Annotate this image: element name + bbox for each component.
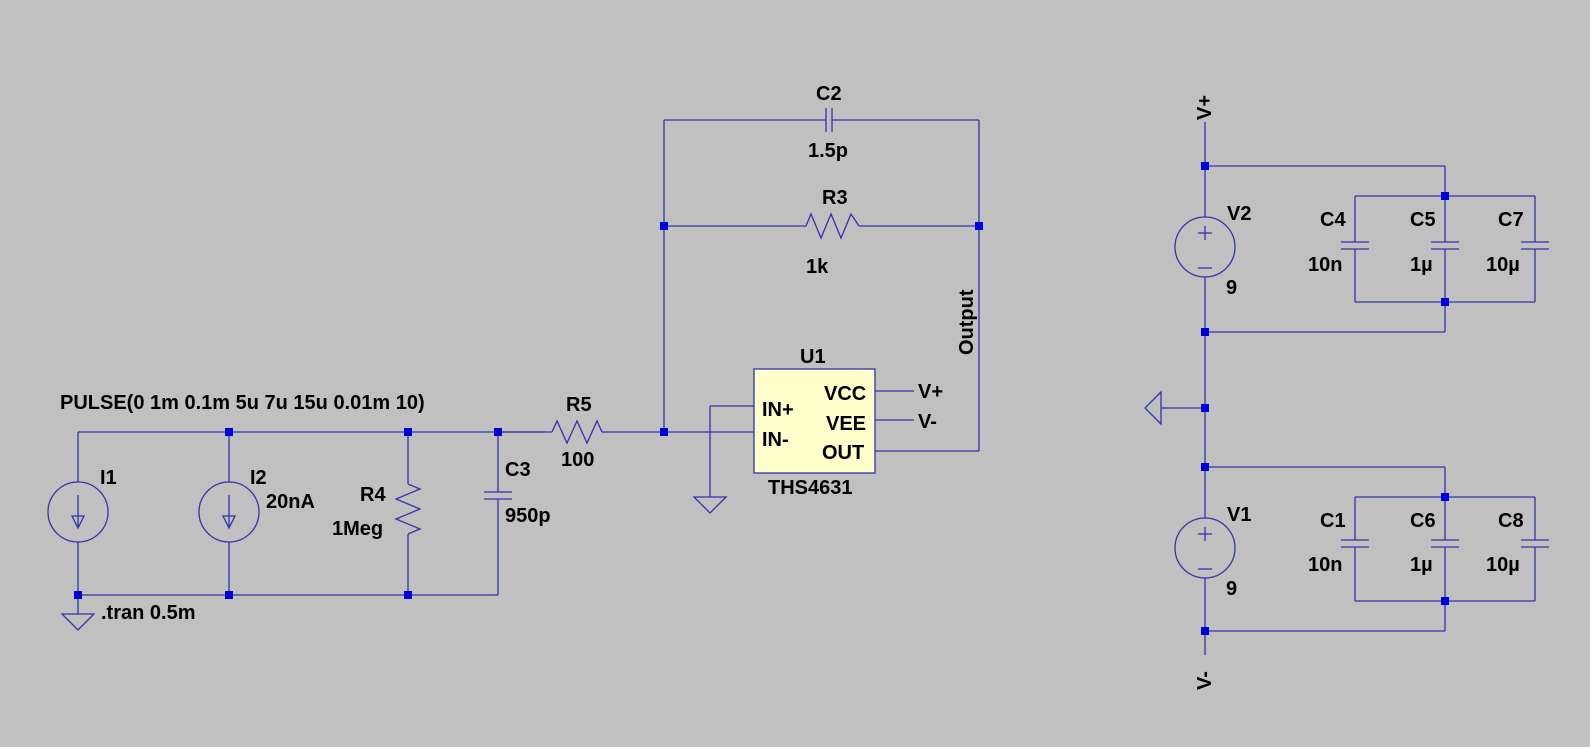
capacitor-c1: C1 10n	[1308, 497, 1369, 601]
opamp-u1: U1 THS4631 IN+ IN- VCC VEE OUT	[753, 346, 876, 499]
output-net-label: Output	[956, 289, 978, 355]
ground-symbol-opamp	[692, 496, 728, 514]
u1-pin-inn: IN-	[762, 429, 789, 451]
vminus-net-label: V-	[1194, 671, 1216, 690]
u1-pin-vee: VEE	[826, 413, 866, 435]
capacitor-c2: C2 1.5p	[664, 83, 979, 162]
u1-pin-out: OUT	[822, 442, 864, 464]
capacitor-c7: C7 10µ	[1486, 196, 1549, 302]
r3-value: 1k	[806, 256, 829, 278]
u1-pin-inp: IN+	[762, 399, 794, 421]
v1-name: V1	[1227, 504, 1251, 526]
v1-value: 9	[1226, 578, 1237, 600]
ground-symbol-input	[60, 595, 96, 631]
r4-name: R4	[360, 484, 386, 506]
c5-name: C5	[1410, 209, 1436, 231]
u1-model: THS4631	[768, 477, 853, 499]
c6-value: 1µ	[1410, 554, 1433, 576]
r5-value: 100	[561, 449, 594, 471]
resistor-r4: R4 1Meg	[332, 432, 422, 595]
i1-name: I1	[100, 467, 117, 489]
capacitor-c4: C4 10n	[1308, 196, 1369, 302]
c3-value: 950p	[505, 505, 551, 527]
pulse-directive: PULSE(0 1m 0.1m 5u 7u 15u 0.01m 10)	[60, 392, 425, 414]
r3-name: R3	[822, 187, 848, 209]
voltage-source-v2: V2 9	[1174, 203, 1251, 299]
capacitor-c8: C8 10µ	[1486, 497, 1549, 601]
amplifier-section: C2 1.5p R3 1k Output U1 THS4631 IN+ IN- …	[660, 83, 983, 514]
u1-pin-vcc: VCC	[824, 383, 866, 405]
c4-value: 10n	[1308, 254, 1342, 276]
ground-symbol-power	[1144, 390, 1205, 426]
v2-value: 9	[1226, 277, 1237, 299]
resistor-r5: R5 100	[498, 394, 664, 471]
c4-name: C4	[1320, 209, 1346, 231]
i2-name: I2	[250, 467, 267, 489]
vcc-net-label: V+	[918, 381, 943, 403]
r4-value: 1Meg	[332, 518, 383, 540]
current-source-i1: I1	[47, 432, 117, 595]
c8-name: C8	[1498, 510, 1524, 532]
i2-value: 20nA	[266, 491, 315, 513]
voltage-source-v1: V1 9	[1174, 504, 1251, 600]
power-section: V+ V2 9 V1 9 V-	[1144, 95, 1549, 690]
c6-name: C6	[1410, 510, 1436, 532]
capacitor-c6: C6 1µ	[1410, 497, 1459, 601]
tran-directive: .tran 0.5m	[101, 602, 195, 624]
vplus-net-label: V+	[1194, 95, 1216, 120]
c7-value: 10µ	[1486, 254, 1520, 276]
c1-value: 10n	[1308, 554, 1342, 576]
c3-name: C3	[505, 459, 531, 481]
c1-name: C1	[1320, 510, 1346, 532]
capacitor-c5: C5 1µ	[1410, 196, 1459, 302]
current-source-i2: I2 20nA	[198, 432, 315, 595]
capacitor-c3: C3 950p	[484, 432, 551, 595]
vee-net-label: V-	[918, 411, 937, 433]
c8-value: 10µ	[1486, 554, 1520, 576]
input-section: I1 I2 20nA R4 1Meg C3 950p	[47, 392, 664, 631]
r5-name: R5	[566, 394, 592, 416]
u1-name: U1	[800, 346, 826, 368]
v2-name: V2	[1227, 203, 1251, 225]
c2-name: C2	[816, 83, 842, 105]
c5-value: 1µ	[1410, 254, 1433, 276]
c7-name: C7	[1498, 209, 1524, 231]
c2-value: 1.5p	[808, 140, 848, 162]
resistor-r3: R3 1k	[664, 187, 979, 278]
